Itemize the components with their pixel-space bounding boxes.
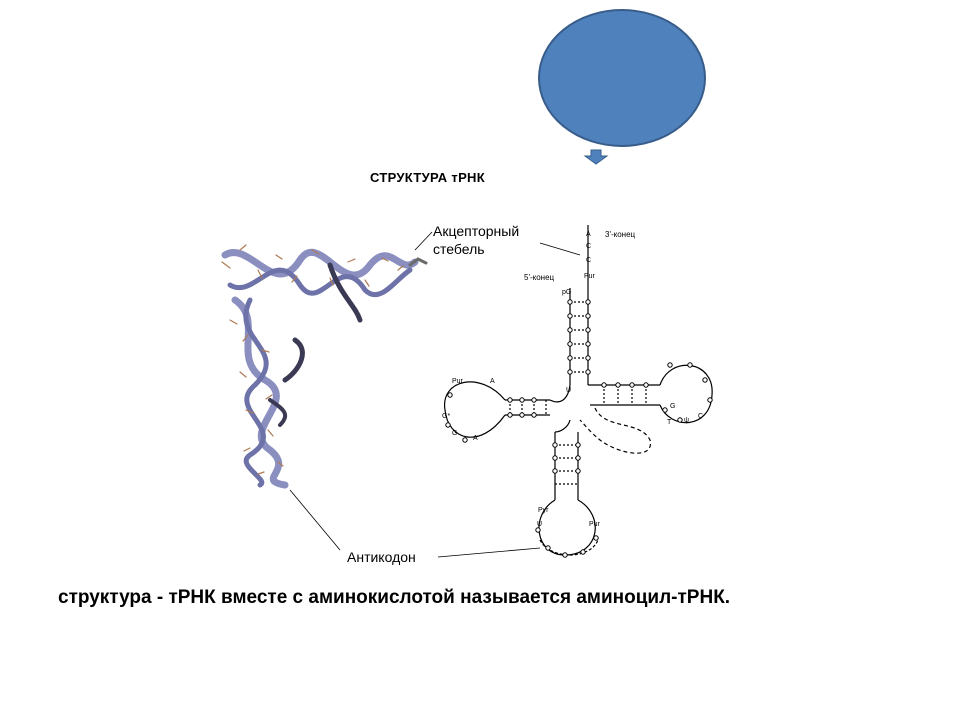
blue-ellipse-shape[interactable] — [538, 9, 706, 147]
nt-u-stem: U — [566, 387, 571, 394]
end3-label: 3'-конец — [605, 230, 636, 239]
nt-acceptor-c1: C — [586, 243, 591, 250]
slide-caption: структура - тРНК вместе с аминокислотой … — [58, 587, 731, 608]
nt-acceptor-c2: C — [586, 257, 591, 264]
cloverleaf-diagram — [444, 225, 713, 558]
nt-t-psi: ψ — [684, 417, 689, 424]
leader-lines — [289, 231, 581, 558]
acceptor-label-line2: стебель — [433, 241, 485, 257]
nt-d-g-star: G* — [442, 413, 450, 420]
nt-ac-pur: Pur — [589, 521, 601, 528]
nt-acceptor-pur: Pur — [584, 273, 596, 280]
nt-d-pur: Pur — [452, 378, 464, 385]
nt-d-g2: G — [452, 430, 457, 437]
slide-heading: СТРУКТУРА тРНК — [370, 170, 485, 185]
nt-t-t: T — [667, 419, 672, 426]
nt-ac-u: U — [537, 521, 542, 528]
nt-acceptor-a: A — [586, 231, 591, 238]
down-arrow-icon — [583, 149, 609, 165]
end5-label: 5'-конец — [524, 273, 555, 282]
trna-3d-model — [221, 244, 428, 489]
anticodon-label: Антикодон — [347, 549, 416, 565]
nt-t-g: G — [670, 403, 675, 410]
nucleotide-letters: A C C Pur pG U Pur A G* G A ψ C G T Pyr … — [442, 231, 703, 528]
nt-d-a1: A — [490, 378, 495, 385]
nt-t-c: C — [698, 413, 703, 420]
nt-ac-pyr: Pyr — [538, 507, 549, 514]
acceptor-label-line1: Акцепторный — [433, 223, 519, 239]
nt-d-a2: A — [473, 435, 478, 442]
nt-pg: pG — [562, 289, 571, 296]
